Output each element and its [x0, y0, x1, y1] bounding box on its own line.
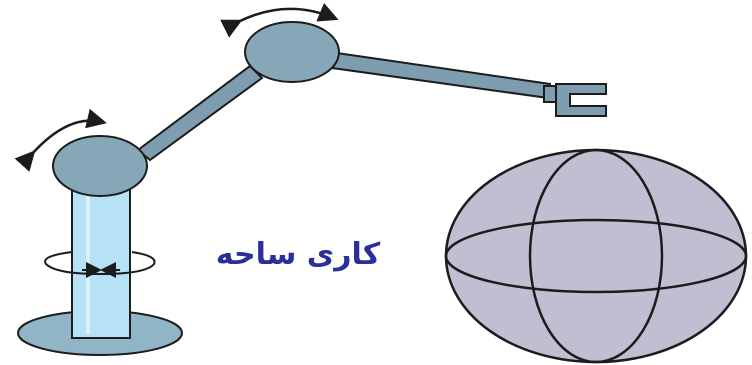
workspace-label: کاری ساحه — [182, 232, 414, 276]
robot-upper-arm — [330, 52, 550, 98]
robot-lower-arm — [138, 66, 262, 160]
robot-column — [72, 178, 130, 338]
robot-shoulder-joint — [53, 136, 147, 196]
workspace-sphere — [446, 150, 746, 362]
robot-elbow-joint — [245, 22, 339, 82]
elbow-rotation-arrow — [238, 9, 334, 22]
robot-gripper — [544, 84, 606, 116]
